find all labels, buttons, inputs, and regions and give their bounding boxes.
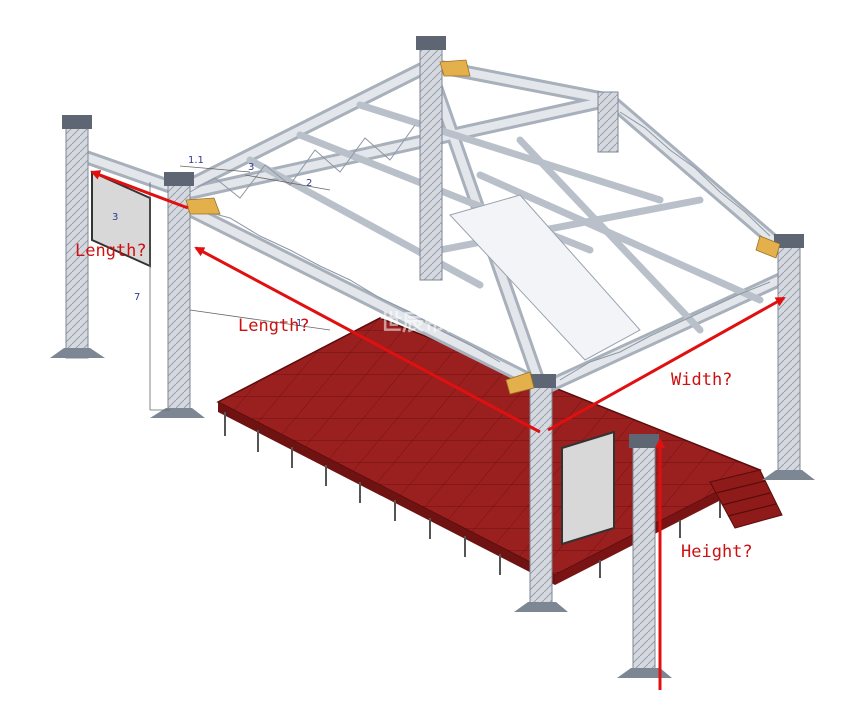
truss-tower-back-center (416, 36, 446, 281)
truss-tower-back-left (50, 115, 105, 359)
roof-truss (73, 58, 797, 397)
width-arrow (547, 296, 786, 432)
height-label: Height? (681, 542, 753, 562)
dimension-marks: 1.1 3 2 3 7 1 (112, 155, 312, 329)
dimension-label-4: 3 (112, 212, 118, 223)
dimension-label-5: 7 (134, 292, 140, 303)
dimension-label-3: 2 (306, 178, 312, 189)
yellow-fittings (185, 59, 781, 395)
length-center-arrow (194, 246, 541, 434)
dimension-guides (149, 165, 331, 411)
measurement-arrows (90, 170, 786, 690)
truss-tower-back-right (597, 91, 619, 153)
led-screen-right (561, 430, 615, 546)
dimension-label-1: 1.1 (188, 155, 204, 166)
watermark: 世辰帝团 (380, 310, 468, 336)
truss-tower-front-right (617, 434, 672, 678)
annotation-labels: Length? Length? Width? Height? (75, 241, 753, 562)
length-center-label: Length? (238, 316, 310, 336)
dimension-label-6: 1 (296, 318, 302, 329)
truss-tower-right (762, 234, 815, 480)
width-label: Width? (671, 370, 732, 390)
length-left-arrow (90, 170, 189, 210)
stage-stairs (709, 469, 783, 529)
dimension-label-2: 3 (248, 162, 254, 173)
stage-platform (216, 317, 762, 592)
truss-tower-front-left (150, 172, 205, 418)
length-left-label: Length? (75, 241, 147, 261)
